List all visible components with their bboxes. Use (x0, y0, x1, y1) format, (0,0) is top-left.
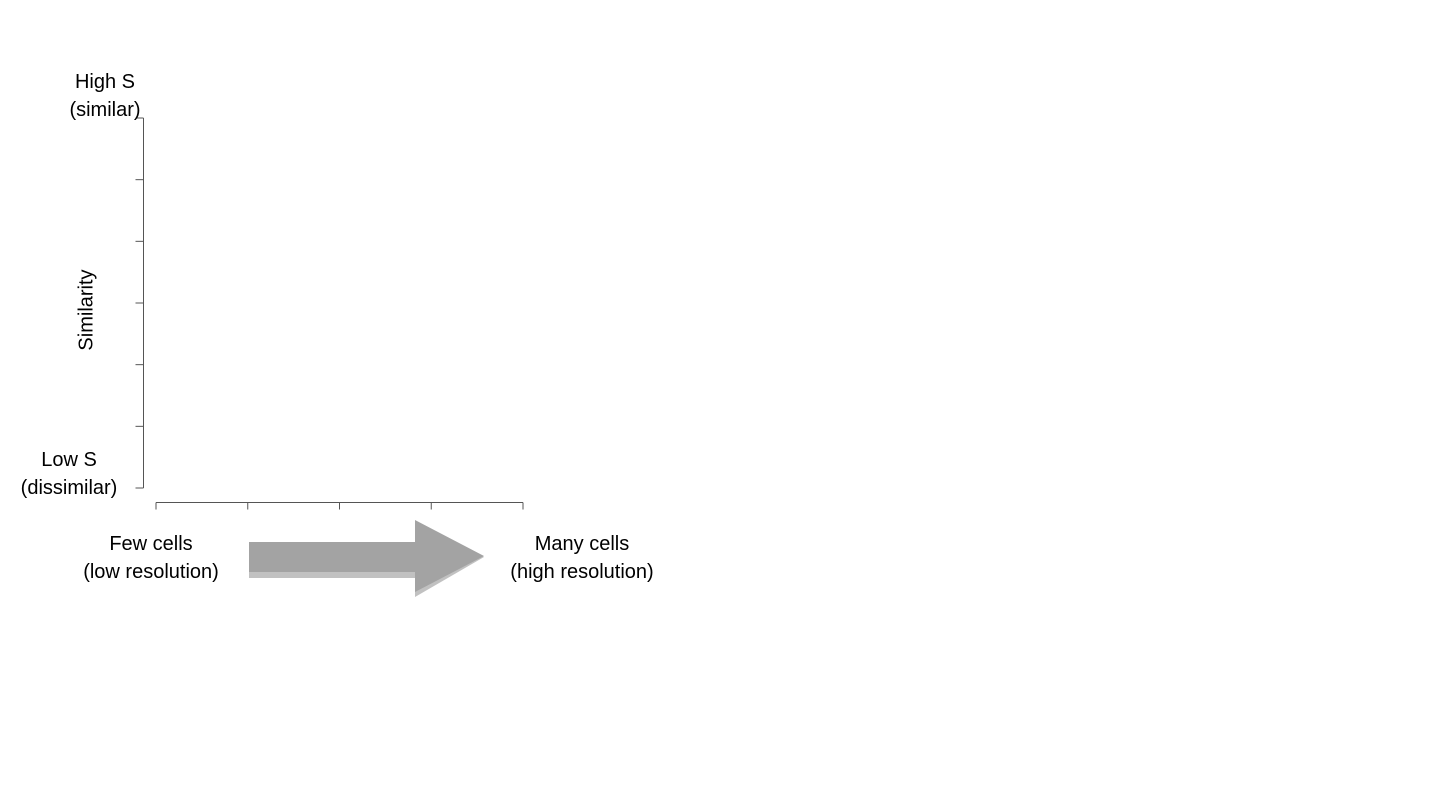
x-tick-label-left: Few cells (low resolution) (83, 530, 219, 586)
y-tick-label-high: High S (similar) (69, 68, 140, 124)
y-axis-title: Similarity (75, 269, 98, 351)
y-tick-label-low-line1: Low S (41, 449, 97, 471)
x-tick-label-right: Many cells (high resolution) (510, 530, 653, 586)
y-tick-label-low: Low S (dissimilar) (21, 446, 118, 502)
x-tick-label-right-line2: (high resolution) (510, 561, 654, 583)
x-tick-label-left-line2: (low resolution) (83, 561, 219, 583)
x-axis (155, 502, 524, 510)
arrow-body (249, 520, 484, 592)
x-tick-label-left-line1: Few cells (109, 533, 193, 555)
y-tick-label-high-line1: High S (74, 71, 136, 93)
y-tick-label-high-line2: (similar) (69, 99, 141, 121)
direction-arrow (249, 520, 484, 597)
y-tick-label-low-line2: (dissimilar) (20, 477, 118, 499)
x-tick-label-right-line1: Many cells (534, 533, 630, 555)
y-axis (135, 117, 144, 489)
